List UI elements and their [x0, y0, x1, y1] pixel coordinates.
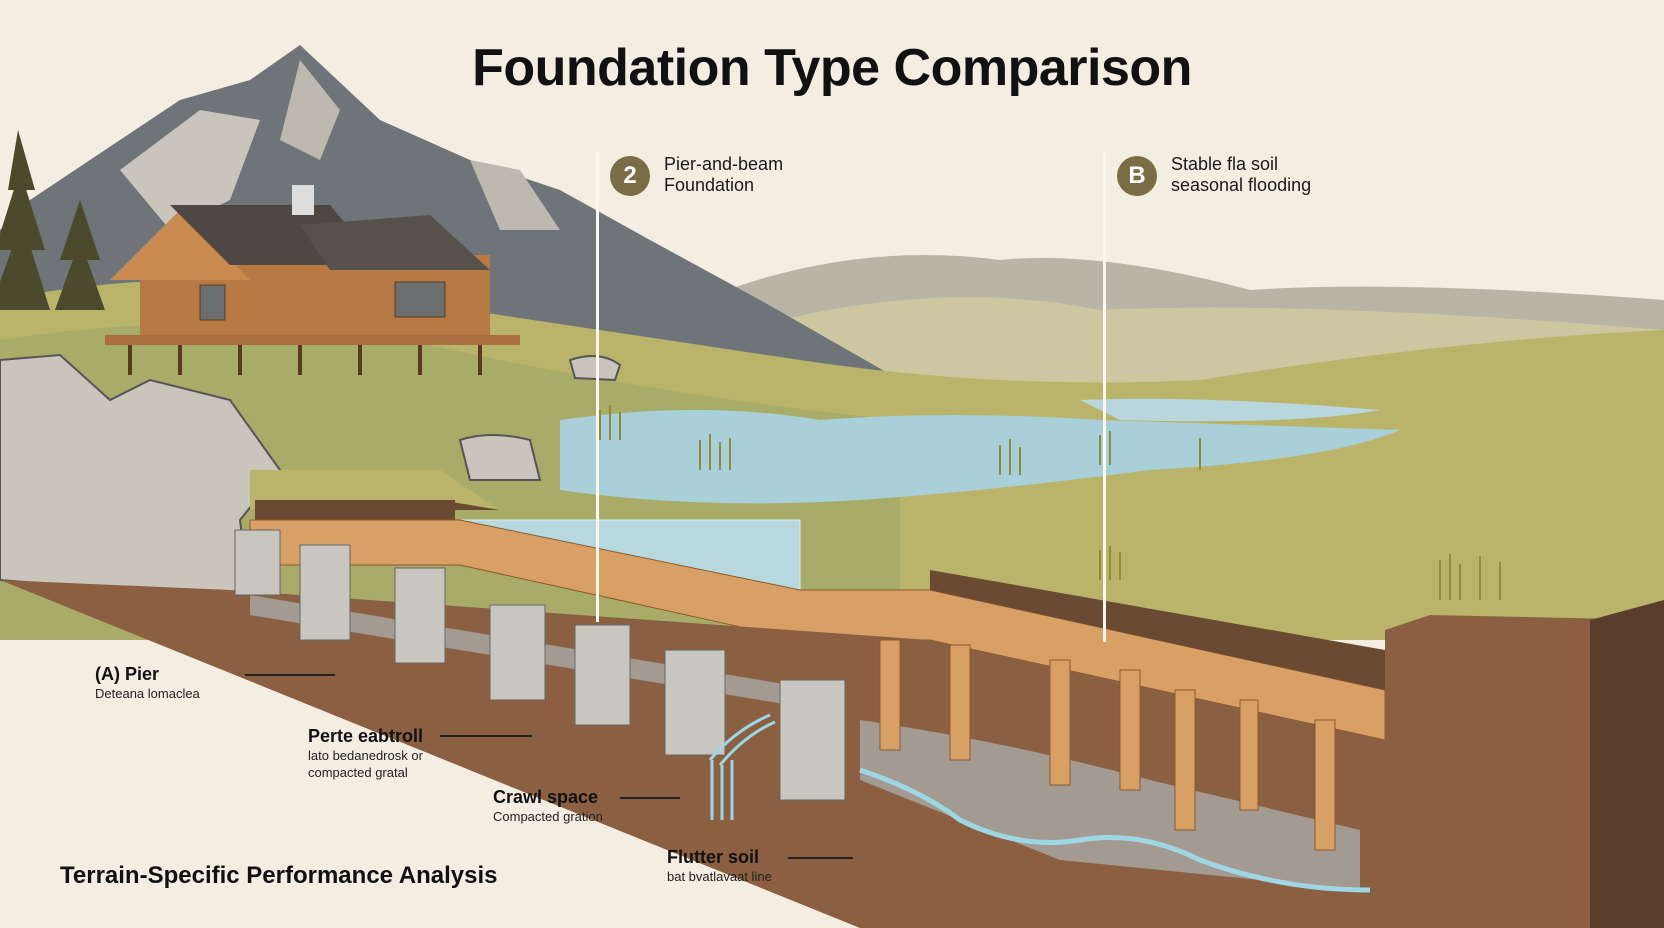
label-pier-footing: Perte eabtroll lato bedanedrosk or compa… — [308, 725, 423, 781]
label-sub: Compacted gration — [493, 809, 603, 824]
log-cabin — [105, 185, 520, 375]
footer-subtitle: Terrain-Specific Performance Analysis — [60, 862, 498, 889]
label-sub: bat bvatlavaat line — [667, 869, 772, 884]
leader-line-footing — [440, 735, 532, 737]
callout-line2: seasonal flooding — [1171, 175, 1312, 195]
callout-line-pier-beam — [596, 152, 599, 622]
callout-text: Stable fla soil seasonal flooding — [1171, 154, 1311, 196]
label-heading: Flutter soil — [667, 847, 760, 867]
callout-line1: Stable fla soil — [1171, 154, 1279, 174]
pine-trees — [0, 130, 105, 310]
groundwater-line — [859, 767, 1371, 893]
leader-line-crawl-space — [620, 797, 680, 799]
drain-water — [708, 713, 776, 820]
concrete-piers — [234, 529, 846, 801]
label-heading: Crawl space — [493, 787, 599, 807]
callout-badge: 2 — [610, 156, 650, 196]
callout-stable-soil: B Stable fla soil seasonal flooding — [1117, 154, 1311, 196]
label-crawl-space: Crawl space Compacted gration — [493, 786, 603, 825]
page-title: Foundation Type Comparison — [472, 39, 1192, 97]
label-heading: Perte eabtroll — [308, 726, 424, 746]
label-soil: Flutter soil bat bvatlavaat line — [667, 846, 772, 885]
label-sub: Deteana lomaclea — [95, 686, 200, 701]
callout-badge: B — [1117, 156, 1157, 196]
label-sub: lato bedanedrosk or — [308, 748, 423, 763]
label-heading: (A) Pier — [95, 664, 160, 684]
label-sub: compacted gratal — [308, 765, 408, 780]
lake — [560, 410, 1400, 504]
reeds — [599, 405, 1501, 600]
callout-line1: Pier-and-beam — [664, 154, 784, 174]
leader-line-soil — [788, 857, 853, 859]
wooden-posts — [879, 639, 1336, 851]
gravel-bed — [860, 720, 1360, 890]
label-pier: (A) Pier Deteana lomaclea — [95, 663, 200, 702]
callout-line2: Foundation — [664, 175, 755, 195]
callout-line-stable-soil — [1103, 152, 1106, 642]
callout-pier-and-beam: 2 Pier-and-beam Foundation — [610, 154, 783, 196]
leader-line-pier — [245, 674, 335, 676]
callout-text: Pier-and-beam Foundation — [664, 154, 783, 196]
